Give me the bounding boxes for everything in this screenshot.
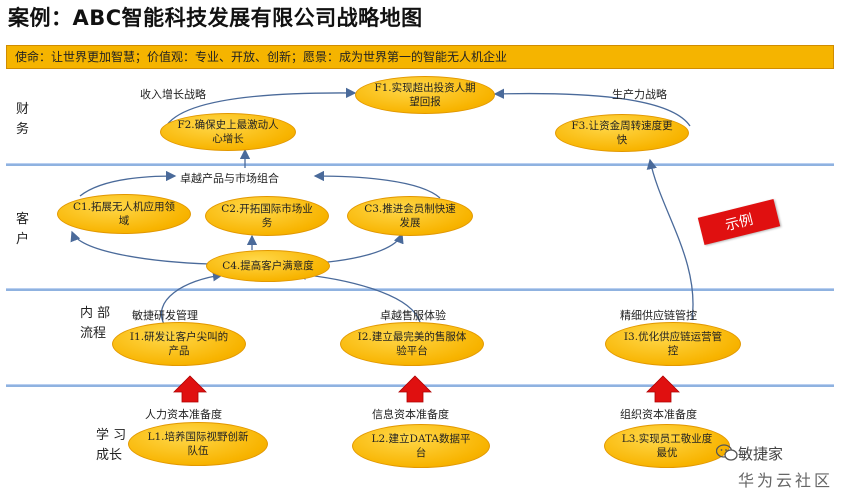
lane-label-finance: 财 务 bbox=[16, 102, 30, 137]
node-i2: I2.建立最完美的售服体验平台 bbox=[340, 322, 484, 366]
caption-info-capital: 信息资本准备度 bbox=[372, 408, 449, 421]
caption-supply-chain: 精细供应链管控 bbox=[620, 309, 697, 322]
mission-bar: 使命：让世界更加智慧；价值观：专业、开放、创新；愿景：成为世界第一的智能无人机企… bbox=[6, 45, 834, 69]
node-l2: L2.建立DATA数据平台 bbox=[352, 424, 490, 468]
node-i1: I1.研发让客户尖叫的产品 bbox=[112, 322, 246, 366]
caption-agile-rd: 敏捷研发管理 bbox=[132, 309, 198, 322]
arrow-c3-to-product-market bbox=[313, 170, 441, 199]
watermark-community: 华为云社区 bbox=[737, 471, 833, 490]
red-up-arrow-2 bbox=[398, 375, 432, 403]
red-up-arrow-3 bbox=[646, 375, 680, 403]
caption-productivity: 生产力战略 bbox=[612, 88, 667, 101]
arrow-f2-to-f1 bbox=[164, 87, 357, 129]
node-c4: C4.提高客户满意度 bbox=[206, 250, 330, 282]
caption-after-sales: 卓越售服体验 bbox=[380, 309, 446, 322]
lane-label-internal: 内 部 流程 bbox=[80, 306, 111, 341]
node-l1: L1.培养国际视野创新队伍 bbox=[128, 422, 268, 466]
watermark-brand: 敏捷家 bbox=[737, 445, 783, 463]
node-f1: F1.实现超出投资人期望回报 bbox=[355, 76, 495, 114]
arrow-f3-to-f1 bbox=[493, 88, 691, 127]
arrow-i3-to-f3 bbox=[646, 158, 694, 321]
arrow-i1-to-c4 bbox=[160, 271, 224, 327]
node-f3: F3.让资金周转速度更快 bbox=[555, 114, 689, 152]
node-c3: C3.推进会员制快速发展 bbox=[347, 196, 473, 236]
wechat-icon bbox=[716, 444, 738, 461]
lane-divider-finance-customer bbox=[6, 163, 834, 166]
arrow-c1-to-product-market bbox=[79, 170, 177, 197]
lane-label-customer: 客 户 bbox=[16, 212, 30, 247]
page-title: 案例：ABC智能科技发展有限公司战略地图 bbox=[8, 6, 423, 30]
caption-product-market: 卓越产品与市场组合 bbox=[180, 172, 279, 185]
caption-revenue-growth: 收入增长战略 bbox=[140, 88, 206, 101]
caption-org-capital: 组织资本准备度 bbox=[620, 408, 697, 421]
lane-divider-customer-internal bbox=[6, 288, 834, 291]
node-i3: I3.优化供应链运营管控 bbox=[605, 322, 741, 366]
node-f2: F2.确保史上最激动人心增长 bbox=[160, 113, 296, 151]
node-c1: C1.拓展无人机应用领域 bbox=[57, 194, 191, 234]
arrow-c4-to-c1 bbox=[70, 230, 211, 265]
lane-label-learning: 学 习 成长 bbox=[96, 428, 127, 463]
node-l3: L3.实现员工敬业度最优 bbox=[604, 424, 730, 468]
red-up-arrow-1 bbox=[173, 375, 207, 403]
node-c2: C2.开拓国际市场业务 bbox=[205, 196, 329, 236]
caption-human-capital: 人力资本准备度 bbox=[145, 408, 222, 421]
